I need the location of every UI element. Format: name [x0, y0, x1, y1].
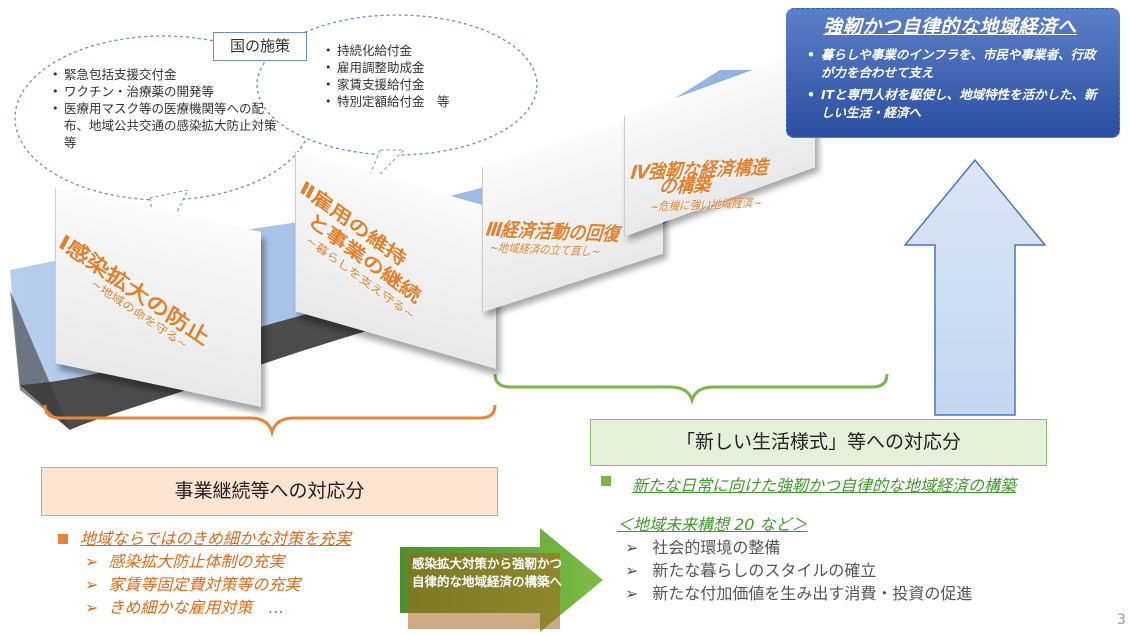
- bubble-left-text: 緊急包括支援交付金 ワクチン・治療薬の開発等 医療用マスク等の医療機関等への配布…: [52, 66, 292, 151]
- right-item-text: 社会的環境の整備: [652, 538, 781, 557]
- orange-bullet-icon: [58, 534, 68, 544]
- green-bullet-icon: [601, 476, 611, 486]
- page-number: 3: [1117, 612, 1126, 628]
- bubble-left-item: 医療用マスク等の医療機関等への配布、地域公共交通の感染拡大防止対策 等: [52, 100, 289, 151]
- bubble-right-text: 持続化給付金 雇用調整助成金 家賃支援給付金 特別定額給付金 等: [325, 42, 495, 110]
- orange-brace: [43, 404, 497, 438]
- left-item-text: 家賃等固定費対策等の充実: [108, 575, 301, 594]
- transition-arrow-label: 感染拡大対策から強靭かつ自律的な地域経済の構築へ: [412, 556, 563, 589]
- goal-title: 強靭かつ自律的な地域経済へ: [823, 16, 1077, 38]
- right-heading: 新たな日常に向けた強靭かつ自律的な地域経済の構築: [632, 476, 1017, 495]
- bubble-right-item: 雇用調整助成金: [325, 59, 495, 76]
- business-continuity-box: 事業継続等への対応分: [41, 467, 498, 516]
- right-item-text: 新たな暮らしのスタイルの確立: [652, 561, 877, 580]
- left-item-text: きめ細かな雇用対策 …: [108, 598, 285, 617]
- bubble-left-item: ワクチン・治療薬の開発等: [52, 83, 292, 100]
- new-lifestyle-box: 「新しい生活様式」等への対応分: [590, 419, 1047, 466]
- stage-1-title: Ⅰ感染拡大の防止: [54, 230, 213, 351]
- right-item: ➢新たな暮らしのスタイルの確立: [625, 561, 877, 580]
- plan-title: ＜地域未来構想 20 など＞: [617, 515, 808, 534]
- left-heading: 地域ならではのきめ細かな対策を充実: [80, 529, 352, 548]
- up-arrow-icon: [903, 158, 1047, 416]
- right-item-text: 新たな付加価値を生み出す消費・投資の促進: [652, 584, 973, 603]
- bubble-title: 国の施策: [213, 32, 307, 61]
- left-item: ➢家賃等固定費対策等の充実: [85, 575, 301, 594]
- left-item: ➢きめ細かな雇用対策 …: [85, 598, 285, 617]
- right-measures-list: ＜地域未来構想 20 など＞ ➢社会的環境の整備 ➢新たな暮らしのスタイルの確立…: [617, 513, 972, 605]
- bubble-right-item: 持続化給付金: [325, 42, 495, 59]
- bubble-right-item: 特別定額給付金 等: [325, 93, 495, 110]
- right-item: ➢社会的環境の整備: [625, 538, 781, 557]
- bubble-left-item: 緊急包括支援交付金: [52, 66, 292, 83]
- green-brace: [493, 373, 889, 406]
- goal-item: 暮らしや事業のインフラを、市民や事業者、行政が力を合わせて支え: [805, 46, 1105, 82]
- left-measures-list: 地域ならではのきめ細かな対策を充実 ➢感染拡大防止体制の充実 ➢家賃等固定費対策…: [58, 527, 351, 619]
- left-item-text: 感染拡大防止体制の充実: [108, 552, 285, 571]
- left-item: ➢感染拡大防止体制の充実: [85, 552, 285, 571]
- right-item: ➢新たな付加価値を生み出す消費・投資の促進: [625, 584, 973, 603]
- bubble-right-item: 家賃支援給付金: [325, 76, 495, 93]
- goal-list: 暮らしや事業のインフラを、市民や事業者、行政が力を合わせて支え ITと専門人材を…: [805, 46, 1105, 126]
- goal-item: ITと専門人材を駆使し、地域特性を活かした、新しい生活・経済へ: [805, 86, 1105, 122]
